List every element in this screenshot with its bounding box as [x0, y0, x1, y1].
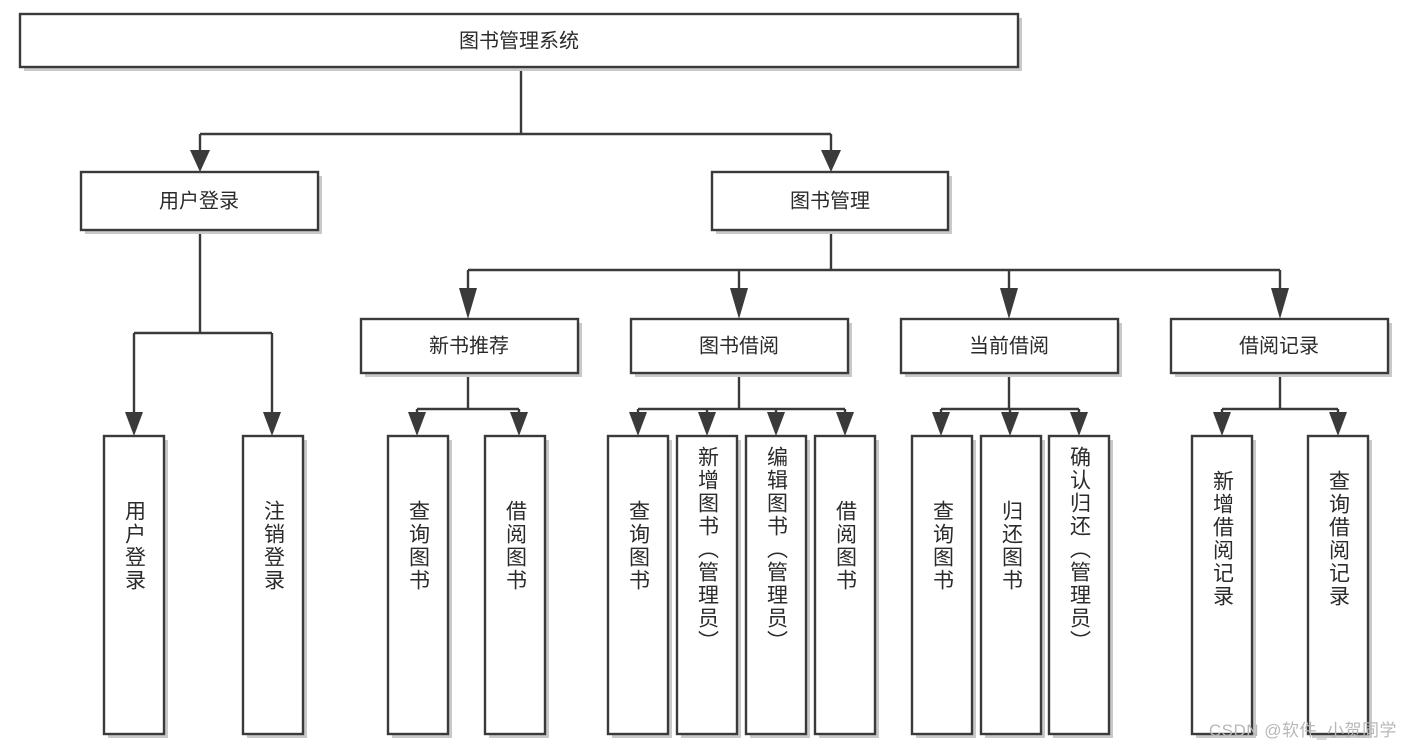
leaf-label: 查询图书: [627, 500, 651, 592]
borrow-records-label: 借阅记录: [1239, 334, 1319, 357]
leaf-box: [813, 434, 877, 736]
leaf-box: [1306, 434, 1370, 736]
leaf-records-query[interactable]: 查询借阅记录: [1306, 434, 1372, 738]
leaf-user-login-signin[interactable]: 用户登录: [102, 434, 168, 738]
node-user-login[interactable]: 用户登录: [79, 170, 322, 234]
leaf-box: [102, 434, 166, 736]
arrow-newbook-leaf-2: [510, 412, 528, 436]
book-management-box: [710, 170, 950, 232]
arrow-books-child-1: [459, 288, 477, 319]
leaf-current-confirm-return[interactable]: 确认归还（管理员）: [1047, 434, 1113, 738]
node-root-system[interactable]: 图书管理系统: [18, 12, 1022, 71]
leaf-borrow-edit-book[interactable]: 编辑图书（管理员）: [744, 434, 810, 738]
root-label: 图书管理系统: [459, 29, 579, 52]
node-new-book-recommend[interactable]: 新书推荐: [359, 317, 582, 377]
leaf-box: [386, 434, 450, 736]
leaf-box: [483, 434, 547, 736]
root-box: [18, 12, 1020, 69]
leaf-label: 归还图书: [1000, 500, 1024, 592]
leaf-box: [744, 434, 808, 736]
arrow-records-leaf-2: [1329, 412, 1347, 436]
arrow-borrow-leaf-1: [629, 412, 647, 436]
arrow-records-leaf-1: [1213, 412, 1231, 436]
leaf-borrow-borrow-book[interactable]: 借阅图书: [813, 434, 879, 738]
arrow-root-to-books: [821, 150, 841, 172]
leaf-box: [606, 434, 670, 736]
leaf-current-query[interactable]: 查询图书: [910, 434, 976, 738]
leaf-new-book-borrow[interactable]: 借阅图书: [483, 434, 549, 738]
node-book-management[interactable]: 图书管理: [710, 170, 952, 234]
arrow-borrow-leaf-4: [836, 412, 854, 436]
node-book-borrow[interactable]: 图书借阅: [629, 317, 852, 377]
arrow-borrow-leaf-3: [767, 412, 785, 436]
node-current-borrow[interactable]: 当前借阅: [899, 317, 1122, 377]
leaf-box: [675, 434, 739, 736]
arrow-login-leaf-1: [125, 412, 143, 436]
leaf-box: [1190, 434, 1254, 736]
node-borrow-records[interactable]: 借阅记录: [1169, 317, 1392, 377]
leaf-label: 新增借阅记录: [1211, 470, 1235, 608]
leaf-borrow-add-book[interactable]: 新增图书（管理员）: [675, 434, 741, 738]
book-management-label: 图书管理: [790, 189, 870, 212]
new-book-label: 新书推荐: [429, 334, 509, 357]
user-login-label: 用户登录: [159, 189, 239, 212]
leaf-box: [979, 434, 1043, 736]
borrow-records-box: [1169, 317, 1390, 375]
leaf-label: 查询图书: [931, 500, 955, 592]
leaf-label: 借阅图书: [834, 500, 858, 592]
leaf-box: [910, 434, 974, 736]
user-login-box: [79, 170, 320, 232]
leaf-box: [1047, 434, 1111, 736]
leaf-borrow-query[interactable]: 查询图书: [606, 434, 672, 738]
arrow-root-to-login: [190, 150, 210, 172]
leaf-label: 编辑图书（管理员）: [765, 446, 789, 653]
current-borrow-label: 当前借阅: [969, 334, 1049, 357]
leaf-box: [241, 434, 305, 736]
current-borrow-box: [899, 317, 1120, 375]
leaf-current-return[interactable]: 归还图书: [979, 434, 1045, 738]
arrow-books-child-3: [1000, 288, 1018, 319]
book-borrow-label: 图书借阅: [699, 334, 779, 357]
arrow-books-child-4: [1271, 288, 1289, 319]
arrow-current-leaf-1: [932, 412, 950, 436]
arrow-current-leaf-3: [1070, 412, 1088, 436]
leaf-label: 用户登录: [123, 500, 147, 592]
leaf-label: 查询借阅记录: [1327, 470, 1351, 608]
leaf-label: 注销登录: [262, 500, 286, 592]
leaf-new-book-query[interactable]: 查询图书: [386, 434, 452, 738]
connector-layer: [125, 67, 1347, 436]
arrow-login-leaf-2: [263, 412, 281, 436]
leaf-label: 新增图书（管理员）: [696, 446, 720, 653]
leaf-user-login-signout[interactable]: 注销登录: [241, 434, 307, 738]
leaf-label: 确认归还（管理员）: [1068, 446, 1092, 653]
arrow-newbook-leaf-1: [408, 412, 426, 436]
arrow-current-leaf-2: [1001, 412, 1019, 436]
leaf-label: 查询图书: [407, 500, 431, 592]
arrow-borrow-leaf-2: [698, 412, 716, 436]
leaf-label: 借阅图书: [504, 500, 528, 592]
new-book-box: [359, 317, 580, 375]
book-borrow-box: [629, 317, 850, 375]
arrow-books-child-2: [730, 288, 748, 319]
leaf-records-add[interactable]: 新增借阅记录: [1190, 434, 1256, 738]
